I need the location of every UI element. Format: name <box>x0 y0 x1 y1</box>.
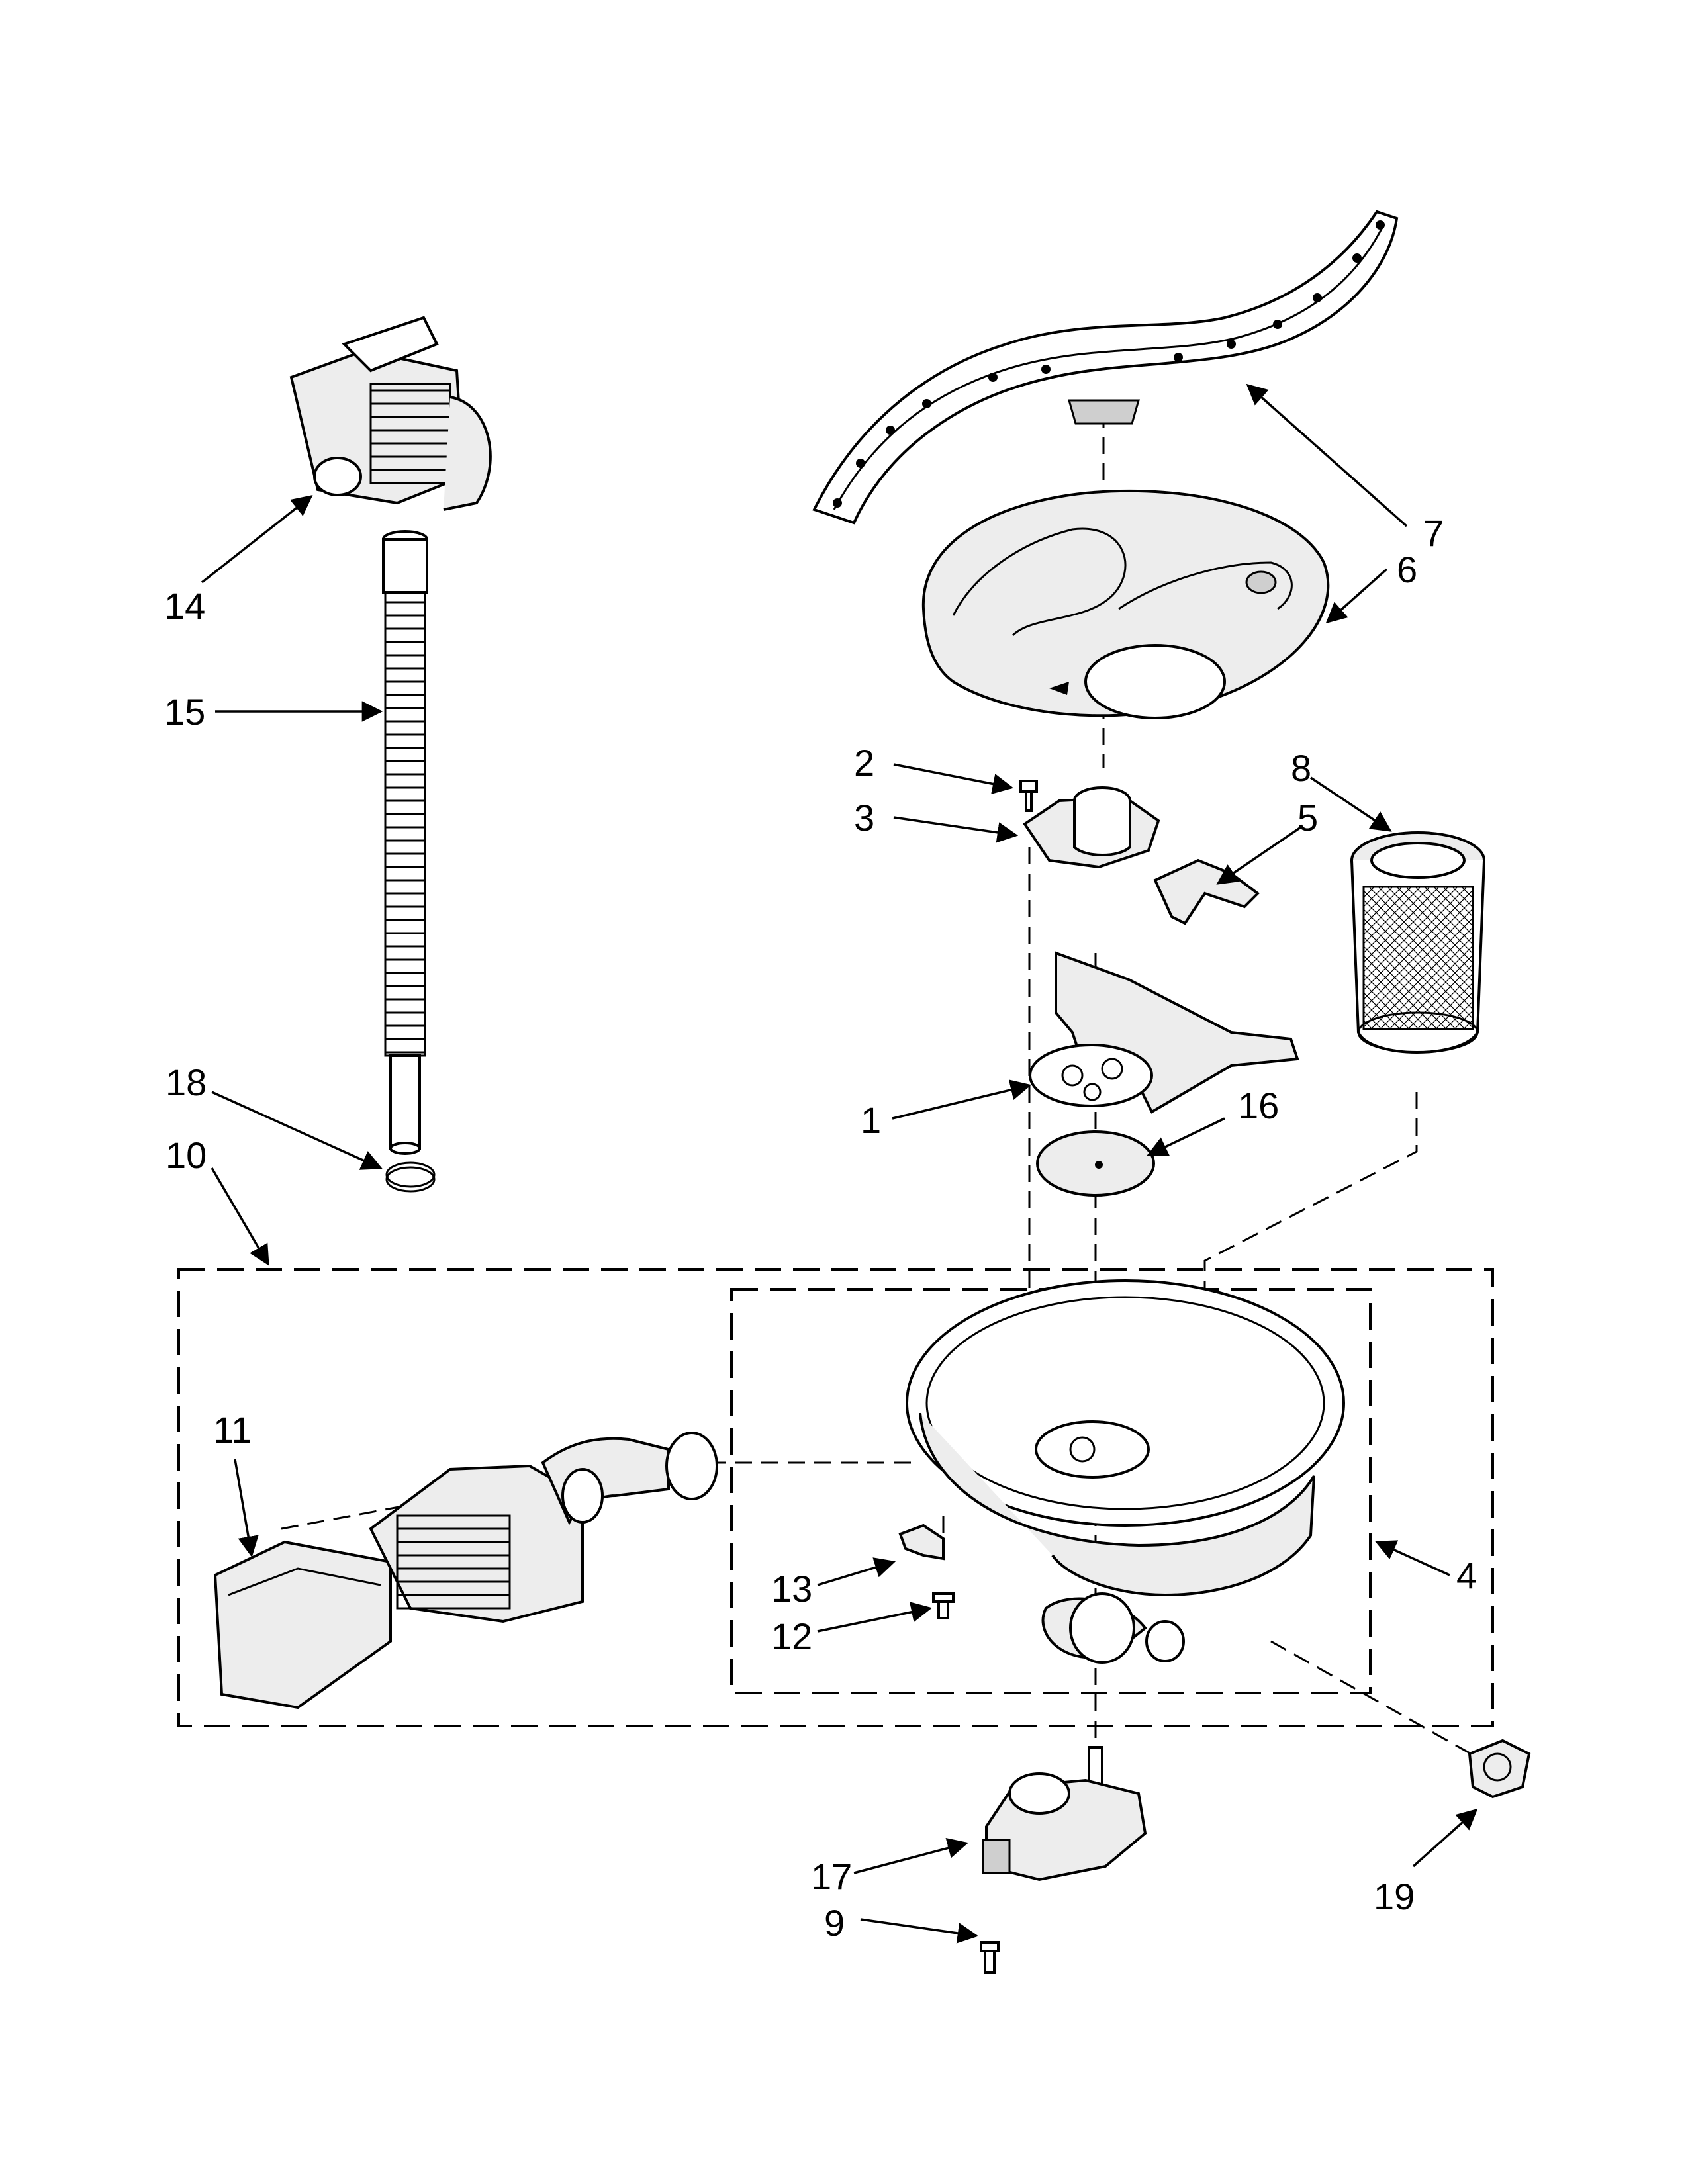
filter-cover <box>921 489 1330 719</box>
mounting-plate-3 <box>1023 786 1160 869</box>
callout-15: 15 <box>164 691 205 733</box>
clip-5 <box>1153 858 1260 925</box>
callout-8: 8 <box>1291 747 1311 789</box>
callout-1: 1 <box>861 1099 881 1141</box>
callout-9: 9 <box>824 1902 845 1944</box>
motor-17 <box>982 1746 1147 1882</box>
disk-16 <box>1036 1130 1155 1197</box>
lower-spray-arm <box>812 210 1399 525</box>
callout-13: 13 <box>771 1568 812 1610</box>
circulation-pump <box>369 1432 718 1623</box>
callout-4: 4 <box>1456 1555 1477 1596</box>
callout-2: 2 <box>854 742 874 784</box>
motor-cover-11 <box>213 1540 392 1709</box>
assembly-box-10 <box>177 1268 1494 1727</box>
callout-7: 7 <box>1423 512 1444 554</box>
screw-2 <box>1019 780 1038 812</box>
callout-3: 3 <box>854 797 874 839</box>
callout-18: 18 <box>165 1062 207 1103</box>
screw-9 <box>980 1941 1000 1974</box>
fine-filter <box>1350 831 1485 1054</box>
drain-hose-15 <box>382 530 428 1155</box>
clamp-18 <box>385 1161 436 1193</box>
bracket-13 <box>898 1524 945 1561</box>
callout-5: 5 <box>1297 797 1318 839</box>
callout-19: 19 <box>1374 1876 1415 1917</box>
sensor-19 <box>1468 1739 1531 1799</box>
callout-labels: 7 6 8 2 3 5 1 16 4 13 12 17 9 19 14 15 1… <box>164 512 1477 1944</box>
callout-17: 17 <box>811 1856 852 1897</box>
callout-12: 12 <box>771 1615 812 1657</box>
callout-16: 16 <box>1238 1085 1279 1126</box>
sump-assembly <box>906 1279 1345 1664</box>
screw-12 <box>932 1592 955 1619</box>
diverter-housing <box>1029 951 1299 1114</box>
leader-lines <box>201 383 1478 1944</box>
callout-10: 10 <box>165 1134 207 1176</box>
drain-pump-14 <box>289 316 492 511</box>
callout-6: 6 <box>1397 549 1417 590</box>
callout-11: 11 <box>213 1409 252 1451</box>
callout-14: 14 <box>164 585 205 627</box>
